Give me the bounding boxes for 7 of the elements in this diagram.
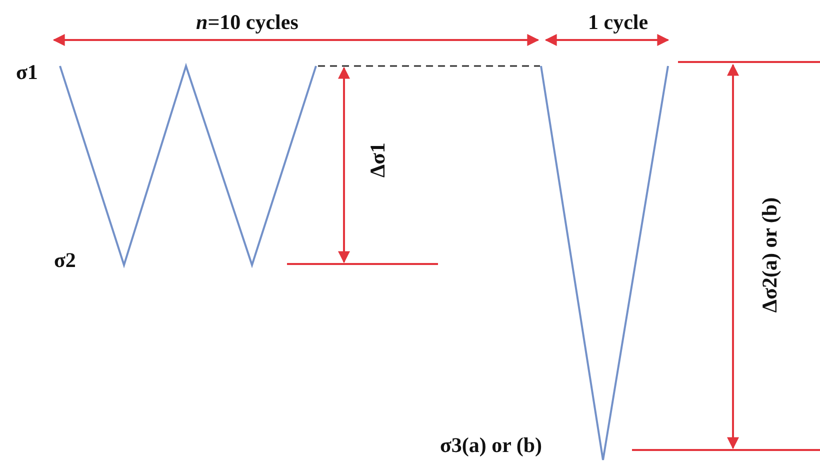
- stress-range-label: Δσ2(a) or (b): [760, 197, 780, 313]
- stress-level-label: σ3(a) or (b): [440, 435, 542, 456]
- dimension-label: 1 cycle: [588, 12, 648, 33]
- stress-level-label: σ1: [16, 62, 38, 83]
- stress-range-label: Δσ1: [368, 142, 388, 178]
- dimension-label: n=10 cycles: [196, 12, 298, 33]
- stress-level-label: σ2: [54, 250, 76, 271]
